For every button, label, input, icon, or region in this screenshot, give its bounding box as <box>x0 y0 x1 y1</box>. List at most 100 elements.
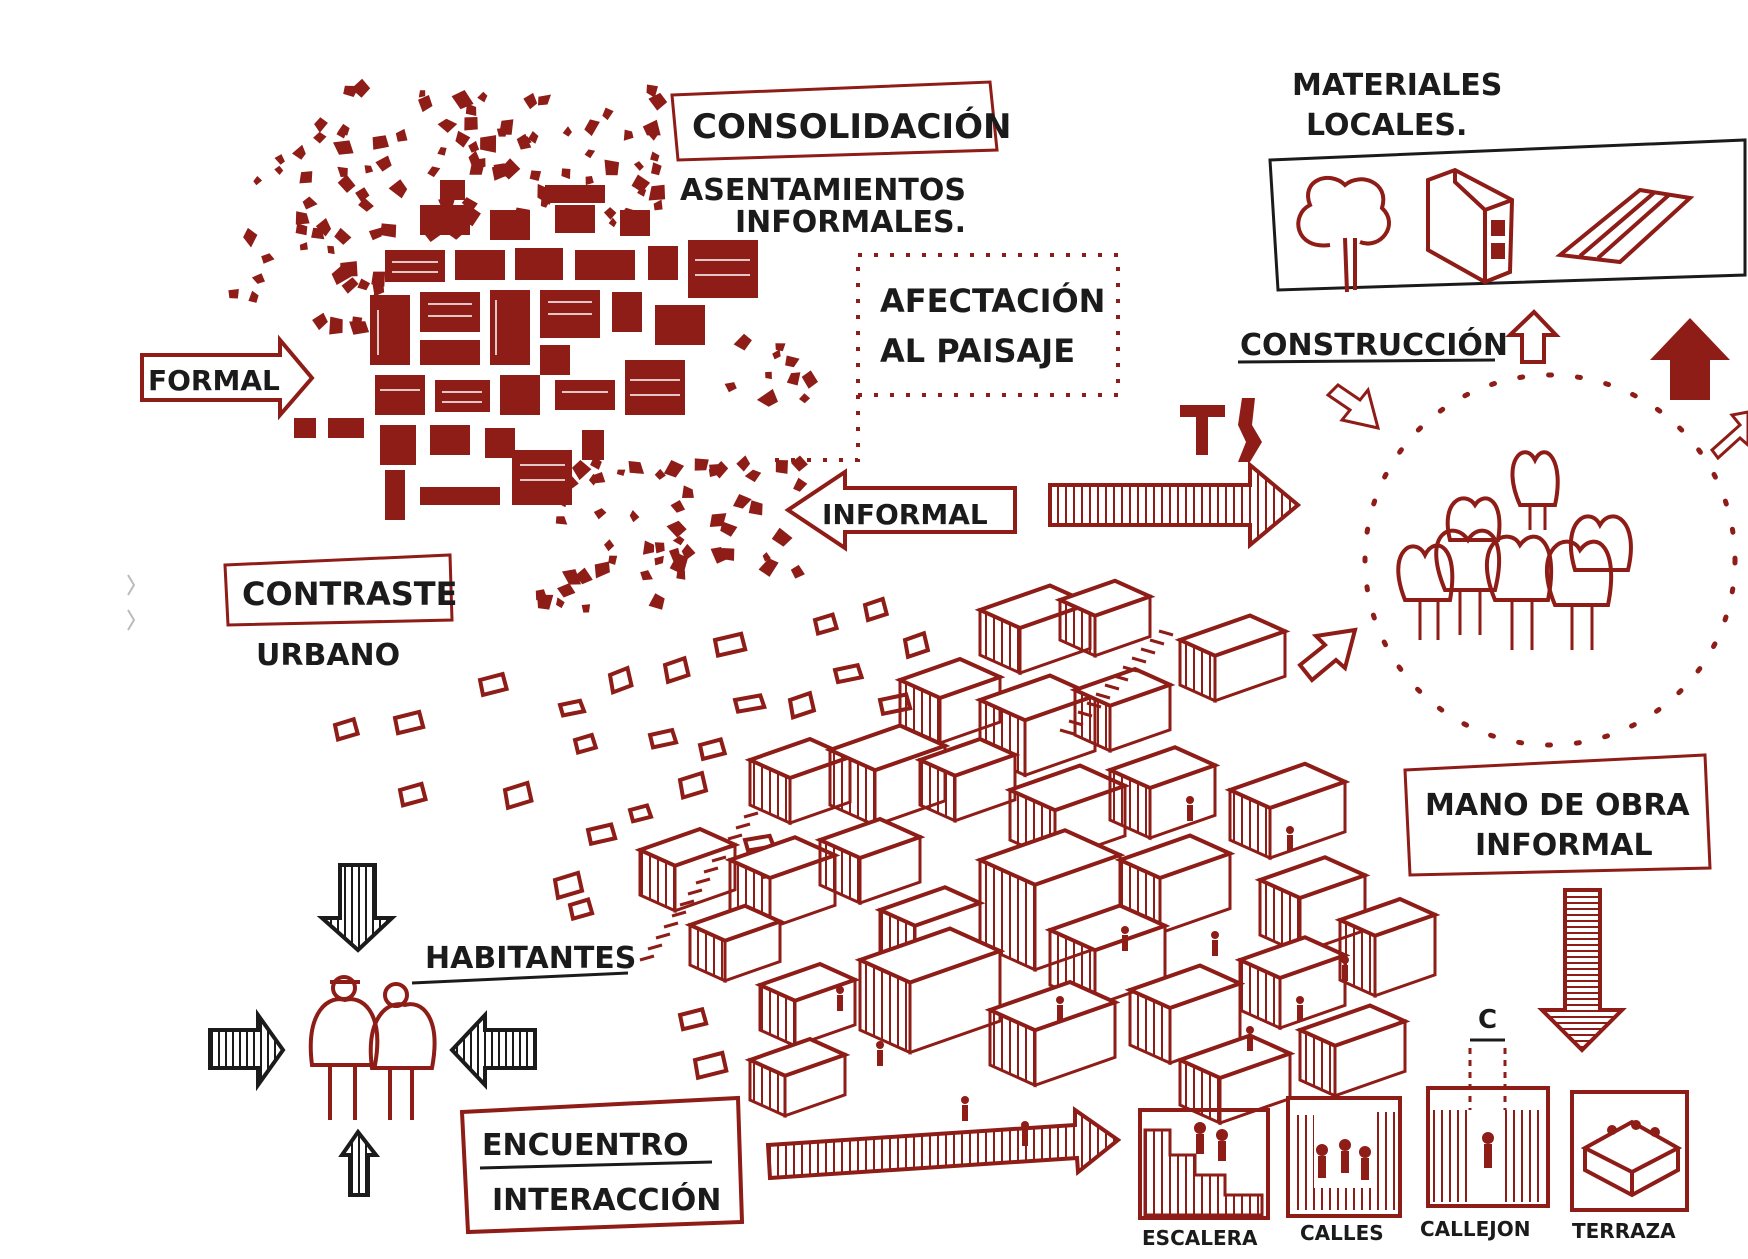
settlement-blob <box>585 176 594 186</box>
encuentro-interaccion-label: ENCUENTRO INTERACCIÓN <box>459 1095 745 1235</box>
house-outline <box>647 727 679 750</box>
terraza-text: TERRAZA <box>1572 1219 1676 1243</box>
hatched-arrow-down <box>1537 888 1627 1053</box>
tools-icon <box>1180 398 1262 462</box>
settlement-blob <box>628 461 645 474</box>
house-block <box>634 826 741 914</box>
settlement-blob <box>261 253 275 264</box>
settlement-blob <box>351 78 371 98</box>
settlement-blob <box>584 149 596 159</box>
house-outline <box>677 1006 709 1032</box>
settlement-blob <box>663 460 685 478</box>
settlement-blob <box>355 187 370 202</box>
settlement-blob <box>748 500 763 516</box>
settlement-blob <box>642 540 655 555</box>
settlement-blob <box>437 118 458 133</box>
settlement-blob <box>666 520 687 538</box>
settlement-blob <box>637 188 647 197</box>
settlement-blob <box>801 370 818 389</box>
person-figure <box>1296 996 1304 1021</box>
house-block <box>814 816 926 906</box>
settlement-blob <box>331 265 352 285</box>
informales-text: INFORMALES. <box>735 205 966 240</box>
settlement-blob <box>592 472 606 484</box>
settlement-blob <box>341 277 359 294</box>
house-block <box>984 979 1121 1088</box>
settlement-blob <box>299 171 313 184</box>
settlement-blob <box>629 510 640 523</box>
settlement-blob <box>604 539 615 552</box>
house-block <box>1114 833 1236 936</box>
settlement-blob <box>557 583 576 598</box>
settlement-blob <box>295 223 308 236</box>
house-block <box>1054 578 1156 659</box>
settlement-blob <box>736 455 751 472</box>
construccion-text: CONSTRUCCIÓN <box>1240 326 1508 363</box>
house-outline <box>692 1050 729 1081</box>
couple-icon <box>308 975 437 1120</box>
house-block <box>1069 666 1176 754</box>
person-figure <box>1056 996 1064 1021</box>
settlement-blob <box>648 184 666 201</box>
settlement-blob <box>375 155 392 172</box>
habitantes-label: HABITANTES <box>411 941 636 985</box>
settlement-blob <box>464 117 478 131</box>
settlement-blob <box>427 166 441 178</box>
construccion-label: CONSTRUCCIÓN <box>1237 309 1730 400</box>
settlement-blob <box>499 158 521 180</box>
settlement-blob <box>437 147 447 156</box>
habitantes-text: HABITANTES <box>425 941 636 976</box>
escalera-text: ESCALERA <box>1142 1226 1258 1250</box>
settlement-blob <box>670 500 686 513</box>
person-figure <box>1341 956 1349 981</box>
house-outline <box>862 596 890 623</box>
house-outline <box>397 781 428 808</box>
settlement-blob <box>529 170 542 181</box>
block-hatching <box>377 259 750 481</box>
informal-settlement-scatter <box>228 78 818 613</box>
settlement-blob <box>461 197 478 213</box>
settlement-blob <box>602 107 614 121</box>
settlement-blob <box>676 570 686 580</box>
settlement-blob <box>274 165 284 175</box>
settlement-blob <box>358 197 374 212</box>
house-outline <box>567 897 595 922</box>
margin-marks <box>127 574 136 631</box>
materiales-text: MATERIALES <box>1292 68 1502 103</box>
settlement-blob <box>469 158 485 175</box>
house-outline <box>677 770 709 801</box>
house-block <box>744 1036 851 1119</box>
settlement-blob <box>538 94 551 106</box>
person-figure <box>1246 1026 1254 1051</box>
brick-icon <box>1426 167 1515 285</box>
house-block <box>1294 1003 1411 1099</box>
house-block <box>1234 935 1351 1031</box>
settlement-blob <box>372 276 385 297</box>
settlement-blob <box>575 567 593 585</box>
settlement-blob <box>455 130 471 148</box>
house-outline <box>332 716 361 743</box>
escalera-pictogram: ESCALERA <box>1138 1108 1270 1250</box>
settlement-blob <box>555 516 568 525</box>
settlement-blob <box>648 593 665 610</box>
settlement-blob <box>593 508 607 520</box>
settlement-blob <box>315 218 332 237</box>
settlement-blob <box>744 469 762 483</box>
settlement-blob <box>790 564 805 579</box>
settlement-blob <box>499 119 514 135</box>
tree-icon <box>1296 175 1391 293</box>
settlement-blob <box>299 242 308 251</box>
settlement-blob <box>758 558 779 577</box>
settlement-blob <box>642 119 661 136</box>
settlement-blob <box>648 92 668 111</box>
stair-lines <box>639 629 1174 962</box>
settlement-blob <box>608 217 617 228</box>
house-outline <box>662 655 691 685</box>
settlement-blob <box>765 371 772 380</box>
settlement-blob <box>786 372 801 386</box>
house-outline <box>552 870 585 901</box>
settlement-blob <box>523 92 538 110</box>
informal-arrow: INFORMAL <box>784 468 1017 552</box>
black-arrow-left <box>449 1009 537 1091</box>
sheet-metal-icon <box>1555 187 1695 265</box>
